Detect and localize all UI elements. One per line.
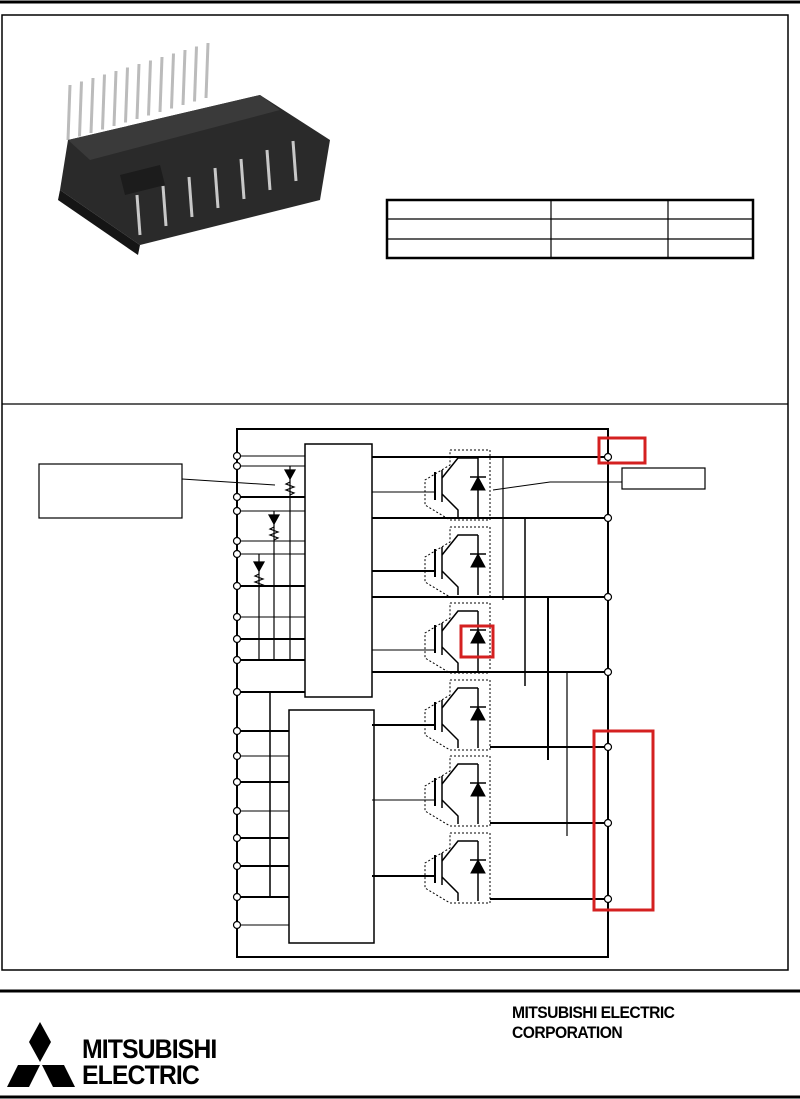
- pin-terminal: [232, 751, 242, 761]
- igbt-diode-cell: [372, 755, 491, 827]
- module-pin: [135, 194, 142, 236]
- output-terminal: [603, 818, 613, 828]
- module-pin: [135, 63, 141, 120]
- highlight-boxes: [459, 436, 655, 912]
- logo-wordmark: MITSUBISHI ELECTRIC: [82, 1034, 217, 1090]
- highlight-n-terminals: [592, 729, 655, 912]
- pin-terminal: [232, 920, 242, 930]
- corporation-name: MITSUBISHI ELECTRIC CORPORATION: [512, 1003, 675, 1042]
- pin-terminal: [232, 492, 242, 502]
- module-photo: [58, 42, 330, 255]
- diode-icon: [470, 475, 486, 491]
- pin-terminal: [232, 451, 242, 461]
- callout-box-right: [621, 467, 706, 490]
- diode-icon: [470, 552, 486, 568]
- highlight-diode: [459, 624, 495, 659]
- module-pin: [101, 74, 106, 130]
- output-terminal: [603, 513, 613, 523]
- module-pin: [66, 84, 72, 141]
- module-pin: [89, 77, 95, 134]
- module-pin: [193, 46, 198, 102]
- pin-terminal: [232, 634, 242, 644]
- pin-terminal: [232, 581, 242, 591]
- output-terminal: [603, 452, 613, 462]
- module-pin: [147, 60, 152, 116]
- igbt-diode-cell: [372, 832, 491, 904]
- lvic-block: [288, 709, 375, 944]
- pin-terminal: [232, 549, 242, 559]
- output-terminal: [603, 592, 613, 602]
- pin-terminal: [232, 536, 242, 546]
- highlight-p-terminal: [597, 436, 647, 465]
- output-terminal: [603, 667, 613, 677]
- content-frame: [1, 14, 789, 971]
- pin-terminal: [232, 861, 242, 871]
- pin-terminal: [232, 461, 242, 471]
- pin-terminal: [232, 806, 242, 816]
- pin-terminal: [232, 687, 242, 697]
- module-pin: [187, 176, 194, 218]
- module-pin: [181, 49, 187, 106]
- pin-terminal: [232, 833, 242, 843]
- module-pin: [204, 42, 210, 99]
- igbt-diode-cell: [372, 526, 491, 598]
- igbt-diode-cell: [372, 602, 491, 674]
- bootstrap-diodes: [252, 466, 297, 660]
- diode-icon: [470, 628, 486, 644]
- callout-box-left: [38, 463, 183, 519]
- internal-circuit-diagram: [38, 428, 706, 958]
- diode-icon: [470, 781, 486, 797]
- module-pin: [112, 70, 118, 127]
- hvic-block: [304, 443, 373, 698]
- diode-icon: [470, 705, 486, 721]
- mitsubishi-logo-icon: [7, 1022, 75, 1087]
- module-pin: [78, 81, 83, 137]
- output-terminal: [603, 742, 613, 752]
- pin-terminal: [232, 777, 242, 787]
- module-pin: [124, 67, 129, 123]
- spec-table: [385, 198, 755, 260]
- module-pin: [239, 158, 246, 200]
- pin-terminal: [232, 892, 242, 902]
- module-pin: [291, 140, 298, 182]
- module-pin: [170, 53, 175, 109]
- logo-line-2: ELECTRIC: [82, 1060, 200, 1090]
- igbt-diode-cell: [372, 679, 491, 751]
- igbt-diode-cell: [372, 449, 491, 521]
- pin-terminal: [232, 612, 242, 622]
- logo-line-1: MITSUBISHI: [82, 1034, 217, 1064]
- module-pin: [213, 167, 220, 209]
- diode-icon: [470, 858, 486, 874]
- module-pin: [265, 149, 272, 191]
- module-pin: [158, 56, 164, 113]
- pin-terminal: [232, 655, 242, 665]
- module-pin: [161, 185, 168, 227]
- output-terminal: [603, 894, 613, 904]
- pin-terminal: [232, 506, 242, 516]
- pin-terminal: [232, 726, 242, 736]
